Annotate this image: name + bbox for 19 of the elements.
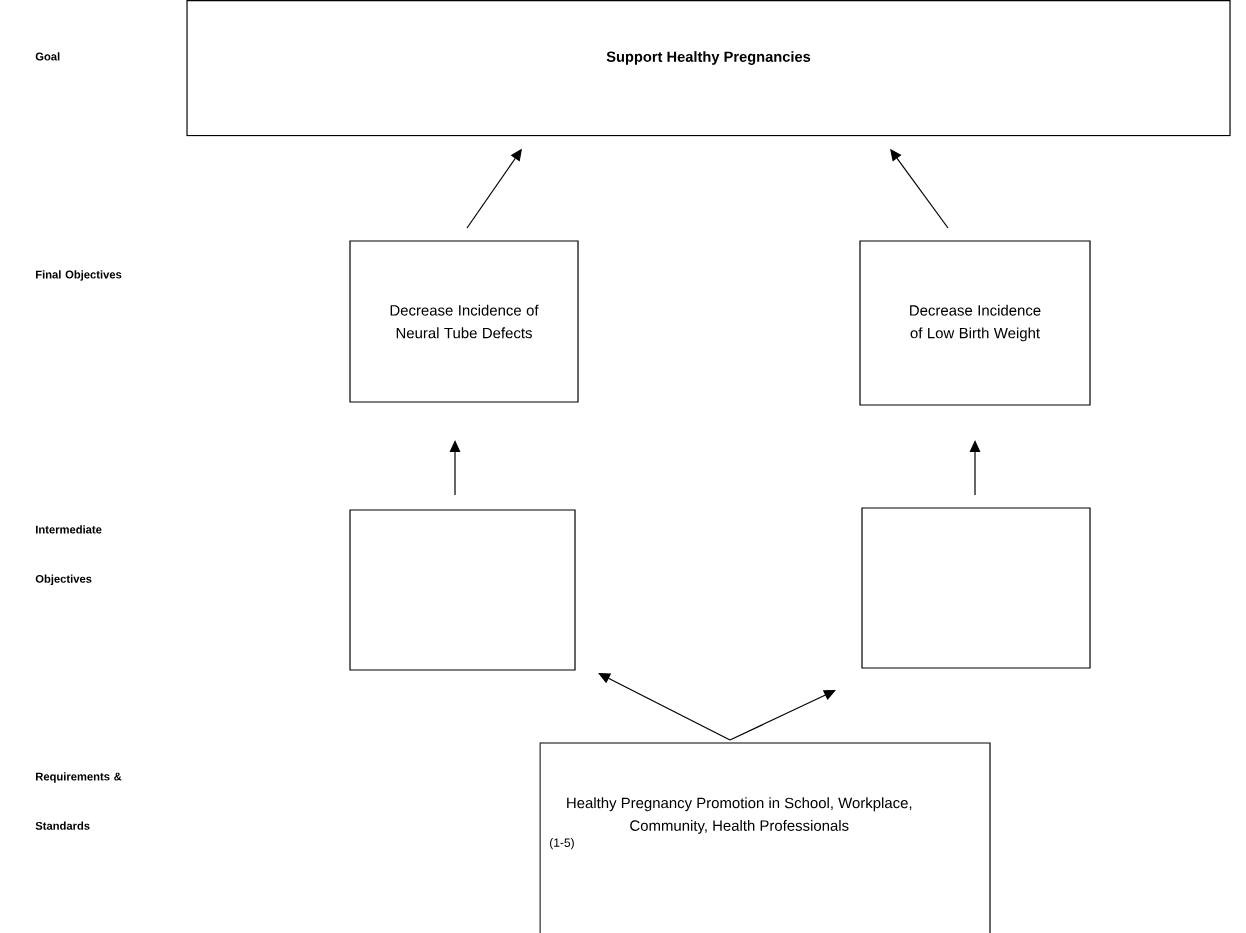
arrow: [598, 673, 731, 741]
arrow: [969, 440, 981, 496]
goal-title: Support Healthy Pregnancies: [606, 51, 811, 65]
row-label: Goal: [35, 52, 60, 61]
arrow: [449, 440, 461, 496]
row-label: Intermediate Objectives: [35, 525, 102, 586]
empty-box: [861, 507, 1091, 669]
objective-box: [349, 240, 579, 403]
arrow: [729, 690, 836, 741]
process-box: [539, 742, 991, 933]
box-text: Decrease Incidence of Low Birth Weight: [910, 304, 1041, 342]
objective-box: [859, 240, 1091, 406]
goal-box: [186, 0, 1231, 137]
box-text: Healthy Pregnancy Promotion in School, Workplace, Community, Health Professionals: [567, 797, 912, 834]
box-text: Decrease Incidence of Neural Tube Defects: [390, 304, 539, 339]
empty-box: [349, 509, 576, 671]
reference-note: (1-5): [550, 838, 574, 850]
row-label: Final Objectives: [36, 270, 122, 281]
row-label: Requirements & Standards: [35, 772, 122, 830]
